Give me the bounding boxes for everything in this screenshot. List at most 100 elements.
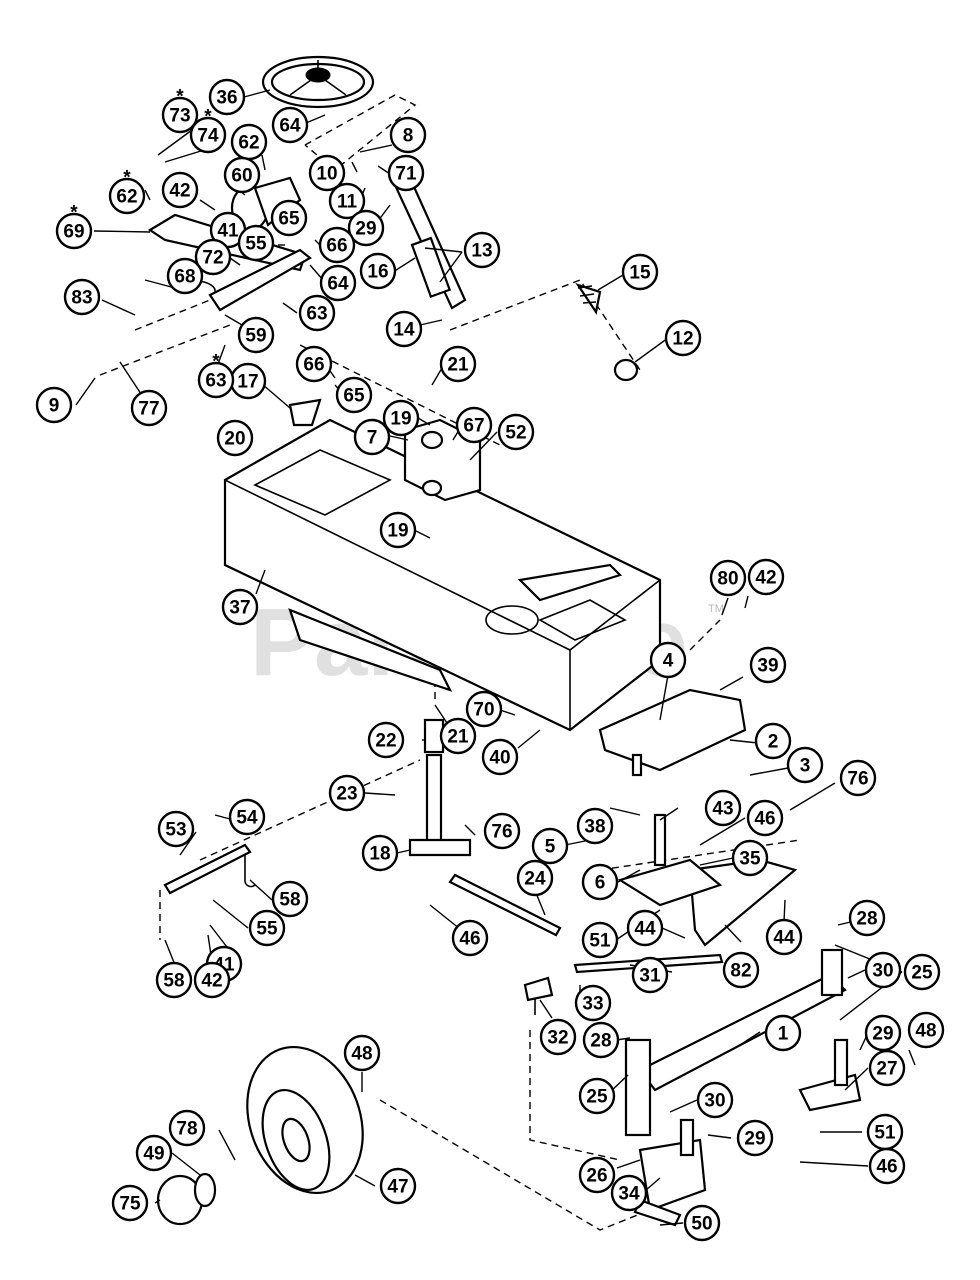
callout-circle — [208, 78, 246, 116]
callout-circle — [308, 154, 346, 192]
callout-40: 40 — [481, 738, 519, 776]
callout-65: 65 — [335, 376, 373, 414]
callout-circle — [270, 199, 308, 237]
callout-58: 58 — [155, 961, 193, 999]
callout-number: 34 — [618, 1184, 640, 1205]
callout-number: 12 — [672, 329, 693, 350]
callout-64: 64 — [319, 264, 357, 302]
callout-number: 77 — [138, 399, 159, 420]
callout-number: 29 — [872, 1024, 893, 1045]
callout-21: 21 — [439, 717, 477, 755]
callout-circle — [385, 310, 423, 348]
callout-circle — [367, 721, 405, 759]
callout-number: 54 — [236, 808, 258, 829]
callout-63: 63* — [197, 352, 235, 399]
callout-number: 9 — [49, 396, 60, 417]
callout-22: 22 — [367, 721, 405, 759]
callout-circle — [328, 774, 366, 812]
callout-number: 21 — [447, 355, 469, 376]
callout-circle — [197, 361, 235, 399]
callout-39: 39 — [749, 646, 787, 684]
callout-number: 18 — [369, 844, 390, 865]
dash-plate-39 — [598, 688, 747, 777]
frame — [223, 418, 662, 732]
callout-circle — [610, 1174, 648, 1212]
callout-73: 73* — [161, 87, 199, 134]
sector-gear — [575, 283, 602, 315]
callout-64: 64 — [271, 106, 309, 144]
callout-number: 58 — [279, 890, 300, 911]
callout-circle — [193, 961, 231, 999]
callout-number: 24 — [524, 869, 546, 890]
callout-number: 62 — [116, 187, 137, 208]
callout-31: 31 — [631, 956, 669, 994]
callout-35: 35 — [731, 839, 769, 877]
watermark-tm: TM — [708, 603, 724, 615]
callout-44: 44 — [626, 909, 664, 947]
callout-number: 65 — [278, 209, 300, 230]
callout-circle — [731, 839, 769, 877]
callout-51: 51 — [866, 1113, 904, 1151]
callout-circle — [516, 859, 554, 897]
callout-38: 38 — [576, 807, 614, 845]
callout-48: 48 — [907, 1011, 945, 1049]
callout-number: 19 — [387, 521, 408, 542]
callout-circle — [343, 1034, 381, 1072]
callout-number: 48 — [915, 1021, 936, 1042]
bushing-12 — [613, 358, 639, 382]
callout-circle — [439, 717, 477, 755]
callout-circle — [135, 1134, 173, 1172]
callout-number: 46 — [459, 929, 480, 950]
callout-number: 5 — [545, 837, 556, 858]
callout-number: 46 — [876, 1157, 897, 1178]
callout-circle — [736, 1119, 774, 1157]
callout-circle — [379, 511, 417, 549]
callout-circle — [582, 1021, 620, 1059]
callout-75: 75 — [111, 1184, 149, 1222]
callout-circle — [455, 406, 493, 444]
callout-circle — [578, 1077, 616, 1115]
callout-circle — [35, 386, 73, 424]
callout-number: 3 — [800, 756, 811, 777]
callout-26: 26 — [578, 1156, 616, 1194]
callout-circle — [696, 1081, 734, 1119]
callout-number: 11 — [337, 192, 358, 213]
callout-number: 71 — [395, 164, 417, 185]
callout-circle — [161, 96, 199, 134]
callout-24: 24 — [516, 859, 554, 897]
callout-number: 36 — [216, 88, 237, 109]
callout-circle — [168, 1109, 206, 1147]
callout-number: 55 — [245, 234, 267, 255]
callout-59: 59 — [237, 316, 275, 354]
callout-number: 29 — [744, 1129, 765, 1150]
callout-circle — [581, 863, 619, 901]
callout-number: 22 — [375, 731, 396, 752]
callout-circle — [359, 252, 397, 290]
callout-circle — [539, 1018, 577, 1056]
callout-60: 60 — [223, 156, 261, 194]
callout-circle — [749, 646, 787, 684]
callout-circle — [497, 413, 535, 451]
callout-number: 70 — [473, 700, 494, 721]
callout-18: 18 — [361, 834, 399, 872]
callout-circle — [55, 212, 93, 250]
callout-number: 29 — [355, 219, 376, 240]
callout-41: 41 — [209, 211, 247, 249]
callout-9: 9 — [35, 386, 73, 424]
front-axle — [624, 948, 862, 1137]
callout-number: 35 — [739, 849, 761, 870]
callout-number: 14 — [393, 320, 415, 341]
callout-circle — [531, 827, 569, 865]
callout-circle — [295, 345, 333, 383]
callout-44: 44 — [765, 918, 803, 956]
callout-number: 2 — [768, 732, 779, 753]
callout-28: 28 — [848, 899, 886, 937]
callout-33: 33 — [574, 984, 612, 1022]
callout-50: 50 — [683, 1204, 721, 1242]
callout-circle — [221, 588, 259, 626]
steering-support — [288, 398, 482, 502]
callout-circle — [318, 226, 356, 264]
callout-circle — [868, 1049, 906, 1087]
callout-number: 82 — [730, 961, 751, 982]
callout-number: 39 — [757, 656, 778, 677]
